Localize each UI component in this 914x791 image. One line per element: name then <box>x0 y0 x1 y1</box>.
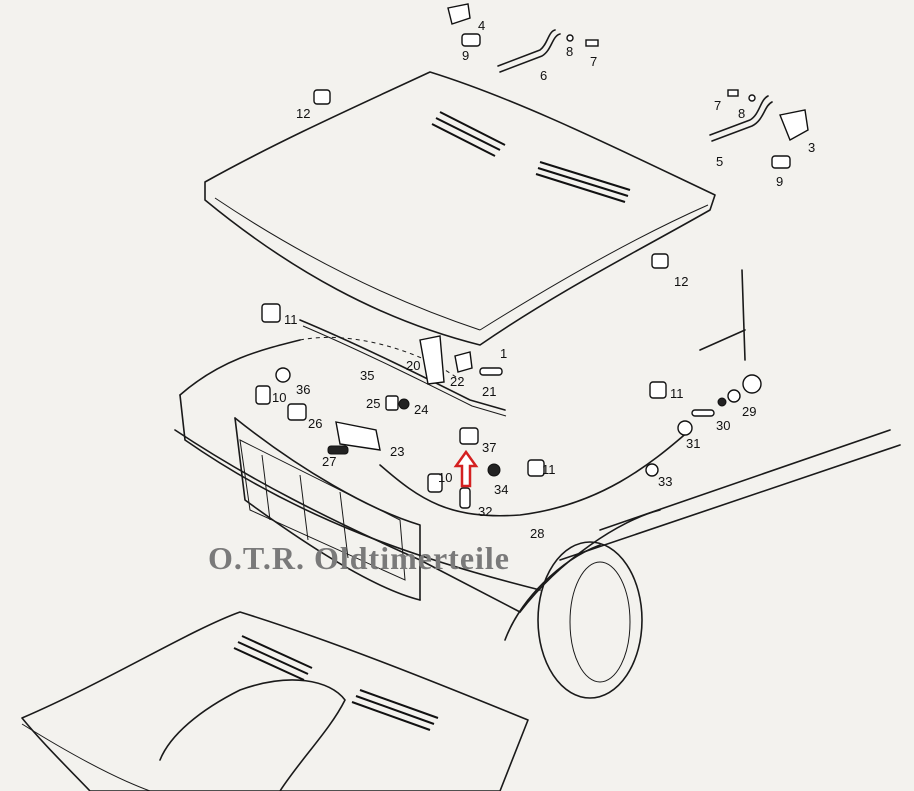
label-7-right: 7 <box>714 98 721 113</box>
label-29: 29 <box>742 404 756 419</box>
part-33 <box>645 463 659 477</box>
hood-panel <box>204 71 716 346</box>
lock-cable <box>379 429 691 517</box>
part-11-lower <box>527 459 545 477</box>
label-10-left: 10 <box>272 390 286 405</box>
label-33: 33 <box>658 474 672 489</box>
highlight-arrow-icon <box>453 449 479 488</box>
part-37-bracket <box>459 427 479 445</box>
hinge-right-assembly <box>709 89 809 169</box>
label-11-lower: 11 <box>542 462 556 477</box>
front-wheel <box>537 541 643 699</box>
part-20-striker <box>419 335 445 385</box>
label-11-mid: 11 <box>670 386 684 401</box>
part-24 <box>398 398 410 410</box>
part-labels: 4 9 8 7 6 12 7 8 3 5 9 12 11 1 20 22 21 … <box>272 18 815 541</box>
part-25 <box>385 395 399 411</box>
part-21-bolt <box>479 367 503 376</box>
part-34 <box>487 463 501 477</box>
hood-vent-left <box>431 111 506 157</box>
label-10-right: 10 <box>438 470 452 485</box>
label-8-top: 8 <box>566 44 573 59</box>
hood-variant-vent-left <box>233 635 313 681</box>
hood-stop-pad-right <box>651 253 669 269</box>
label-3: 3 <box>808 140 815 155</box>
label-27: 27 <box>322 454 336 469</box>
grille <box>239 439 406 581</box>
part-11-upper <box>261 303 281 323</box>
label-5: 5 <box>716 154 723 169</box>
hood-variant-vent-right <box>351 689 439 731</box>
label-9-top: 9 <box>462 48 469 63</box>
label-1: 1 <box>500 346 507 361</box>
label-34: 34 <box>494 482 508 497</box>
part-36 <box>275 367 291 383</box>
hood-variant-panel <box>21 611 529 791</box>
part-32 <box>459 487 471 509</box>
label-9-right: 9 <box>776 174 783 189</box>
watermark-text: O.T.R. Oldtimerteile <box>208 540 510 576</box>
part-23-lock <box>335 421 381 451</box>
label-24: 24 <box>414 402 428 417</box>
label-12-top: 12 <box>296 106 310 121</box>
label-8-right: 8 <box>738 106 745 121</box>
label-26: 26 <box>308 416 322 431</box>
label-35: 35 <box>360 368 374 383</box>
label-31: 31 <box>686 436 700 451</box>
label-23: 23 <box>390 444 404 459</box>
part-29-30-31-cable-end <box>677 374 762 436</box>
hood-vent-right <box>535 161 631 203</box>
release-cable <box>299 319 506 411</box>
hinge-left-assembly <box>447 3 599 73</box>
label-20: 20 <box>406 358 420 373</box>
part-27 <box>327 445 349 455</box>
part-26 <box>287 403 307 421</box>
label-22: 22 <box>450 374 464 389</box>
label-6: 6 <box>540 68 547 83</box>
label-32: 32 <box>478 504 492 519</box>
part-10-left <box>255 385 271 405</box>
label-28: 28 <box>530 526 544 541</box>
car-body-outline <box>174 269 901 641</box>
hood-stop-pad-left <box>313 89 331 105</box>
label-30: 30 <box>716 418 730 433</box>
label-4: 4 <box>478 18 485 33</box>
label-21: 21 <box>482 384 496 399</box>
label-37: 37 <box>482 440 496 455</box>
part-22 <box>454 351 473 373</box>
label-25: 25 <box>366 396 380 411</box>
label-7-top: 7 <box>590 54 597 69</box>
part-11-mid <box>649 381 667 399</box>
part-10-right <box>427 473 443 493</box>
label-12-right: 12 <box>674 274 688 289</box>
label-36: 36 <box>296 382 310 397</box>
label-11-upper: 11 <box>284 312 298 327</box>
